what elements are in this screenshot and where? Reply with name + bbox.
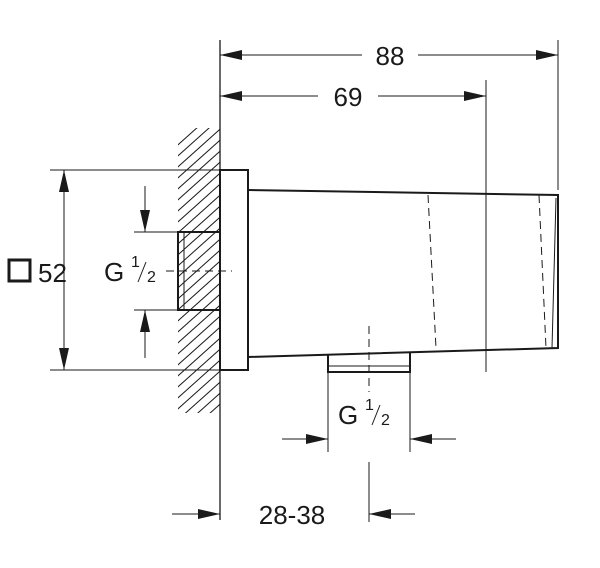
body-length-label: 69	[334, 82, 363, 112]
hatch-line	[184, 381, 220, 413]
svg-text:2: 2	[381, 412, 390, 429]
hatch-line	[178, 128, 220, 168]
hatch-line	[178, 249, 220, 289]
outlet-dim-arrow-right	[410, 434, 432, 444]
hatch-line	[178, 183, 220, 223]
hatch-line	[178, 315, 220, 355]
inlet-dim-arrow-bottom	[140, 310, 150, 332]
body-end-edge	[551, 197, 557, 349]
hatch-line	[178, 370, 220, 410]
hatch-line	[178, 359, 220, 399]
hatch-line	[197, 392, 220, 413]
hatch-line	[178, 172, 220, 212]
flange-square	[219, 169, 249, 371]
dim-69-arrow-left	[220, 91, 242, 101]
overall-length-label: 88	[376, 41, 405, 71]
wall-range-arrow-left	[198, 509, 220, 519]
wall-range-label: 28-38	[259, 500, 326, 530]
outlet-fraction-slash	[371, 404, 381, 426]
hatch-line	[178, 227, 220, 267]
hatch-line	[178, 271, 220, 311]
holder-body	[247, 189, 559, 358]
inlet-thread	[177, 231, 220, 311]
hatch-line	[178, 282, 220, 322]
dim-88-arrow-right	[536, 50, 558, 60]
hatch-line	[178, 304, 220, 344]
hatch-line	[178, 326, 220, 366]
hatch-line	[178, 293, 220, 333]
outlet-thread-label: G 1 2	[338, 397, 390, 430]
hatch-line	[178, 128, 198, 146]
hatch-line	[178, 205, 220, 245]
hatch-line	[170, 430, 228, 482]
hatch-line	[178, 161, 220, 201]
dim-52-arrow-top	[59, 170, 69, 192]
outlet-dim-arrow-left	[306, 434, 328, 444]
hatch-line	[209, 403, 220, 413]
inlet-fraction-slash	[137, 261, 147, 283]
dim-88-arrow-left	[220, 50, 242, 60]
dim-52-arrow-bottom	[59, 348, 69, 370]
svg-text:1: 1	[365, 397, 374, 414]
inlet-thread-label: G 1 2	[104, 254, 156, 287]
svg-text:1: 1	[131, 254, 140, 271]
svg-text:G: G	[338, 400, 358, 430]
hatch-line	[170, 452, 228, 504]
square-size-label: 52	[38, 258, 67, 288]
square-symbol-icon	[7, 258, 32, 283]
hatch-line	[170, 441, 228, 493]
dim-69-arrow-right	[464, 91, 486, 101]
hatch-line	[178, 139, 220, 179]
body-dash-1	[427, 194, 437, 349]
hatch-line	[178, 348, 220, 388]
hatch-line	[170, 419, 228, 471]
svg-text:G: G	[104, 257, 124, 287]
hatch-line	[178, 128, 210, 157]
wall-range-arrow-right	[369, 509, 391, 519]
wall-hatching	[170, 128, 228, 504]
hatch-line	[178, 238, 220, 278]
body-dash-2	[538, 194, 547, 349]
inlet-dim-arrow-top	[140, 210, 150, 232]
hatch-line	[178, 216, 220, 256]
hatch-line	[178, 260, 220, 300]
hatch-line	[178, 337, 220, 377]
svg-text:2: 2	[147, 269, 156, 286]
hatch-line	[170, 408, 228, 460]
